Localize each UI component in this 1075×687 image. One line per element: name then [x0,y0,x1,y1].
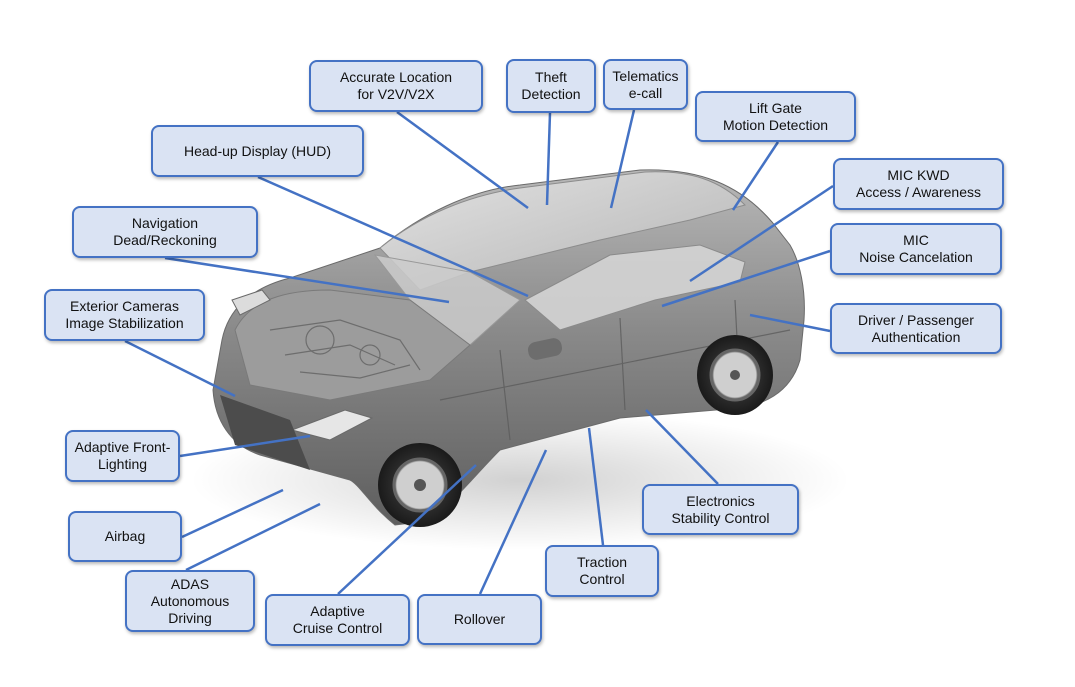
headlight [290,409,374,441]
callout-electronics-stability: Electronics Stability Control [642,484,799,535]
callout-navigation: Navigation Dead/Reckoning [72,206,258,258]
callout-lift-gate: Lift Gate Motion Detection [695,91,856,142]
callout-adas: ADAS Autonomous Driving [125,570,255,632]
front-wheel [378,443,462,527]
callout-traction: Traction Control [545,545,659,597]
roof-glass [379,171,746,291]
callout-accurate-location: Accurate Location for V2V/V2X [309,60,483,112]
side-windows [524,244,746,331]
windshield [373,254,521,346]
engine-detail [269,319,421,379]
callout-telematics: Telematics e-call [603,59,688,110]
callout-front-lighting: Adaptive Front- Lighting [65,430,180,482]
rear-wheel [697,335,773,415]
side-headlight [231,289,271,316]
callout-cruise: Adaptive Cruise Control [265,594,410,646]
callout-exterior-cameras: Exterior Cameras Image Stabilization [44,289,205,341]
leader-lines [124,109,834,595]
side-mirror [527,338,563,360]
callout-hud: Head-up Display (HUD) [151,125,364,177]
callout-mic-noise: MIC Noise Cancelation [830,223,1002,275]
callout-airbag: Airbag [68,511,182,562]
engine-bay [234,289,471,401]
callout-theft-detection: Theft Detection [506,59,596,113]
front-grille [220,395,310,470]
callout-rollover: Rollover [417,594,542,645]
callout-mic-kwd: MIC KWD Access / Awareness [833,158,1004,210]
callout-driver-auth: Driver / Passenger Authentication [830,303,1002,354]
